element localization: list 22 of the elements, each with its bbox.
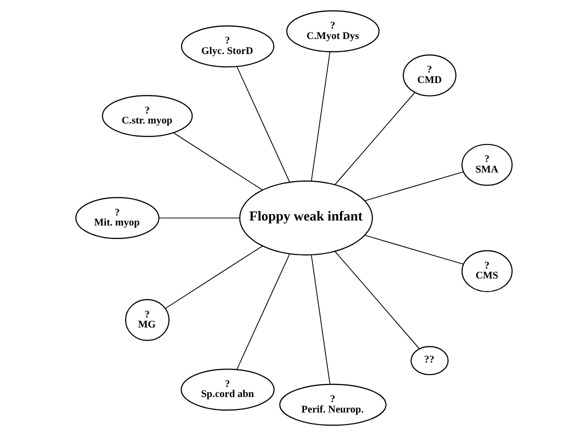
connector	[310, 254, 330, 385]
node-ellipse: Floppy weak infant	[238, 180, 372, 256]
connector	[172, 132, 262, 190]
connector	[236, 254, 290, 370]
node-circle: ? MG	[124, 298, 170, 342]
connector	[310, 51, 330, 182]
node-ellipse: ? SMA	[461, 144, 512, 186]
connector	[164, 246, 262, 309]
connector	[364, 171, 464, 202]
node-ellipse: ? Perif. Neurop.	[278, 384, 386, 426]
connector	[334, 251, 420, 350]
node-ellipse: ? Mit. myop	[74, 196, 159, 240]
node-ellipse: ? CMS	[461, 250, 512, 292]
node-ellipse: ? Sp.cord abn	[180, 368, 274, 411]
node-ellipse: ? C.Myot Dys	[286, 10, 380, 52]
node-ellipse: ? CMD	[402, 54, 456, 96]
node-ellipse: ? C.str. myop	[101, 94, 192, 138]
connector	[334, 92, 415, 185]
connector	[236, 66, 290, 182]
node-ellipse: ? Glyc. StorD	[180, 25, 274, 68]
node-ellipse: ??	[410, 346, 448, 376]
connector	[364, 234, 464, 265]
